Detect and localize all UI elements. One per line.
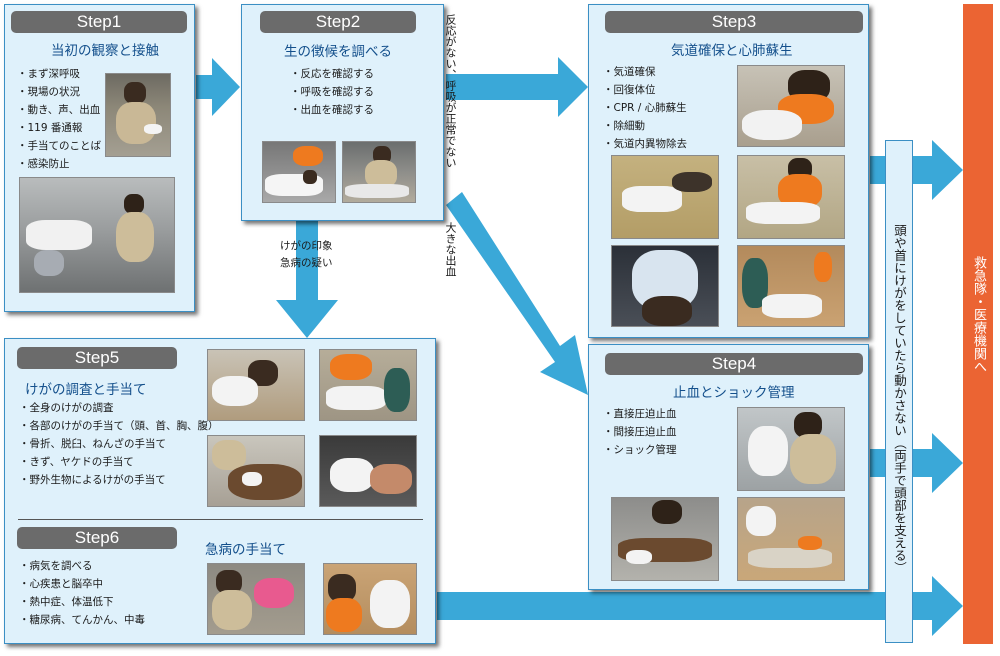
list-item: ・動き、声、出血 — [17, 104, 101, 116]
label-no-response: 反応がない、呼吸が正常でない — [444, 14, 457, 168]
photo-responder-gloving — [105, 73, 171, 157]
list-item: ・間接圧迫止血 — [603, 426, 677, 438]
step2-panel: Step2 生の徴候を調べる ・反応を確認する ・呼吸を確認する ・出血を確認す… — [241, 4, 444, 221]
list-item: ・熱中症、体温低下 — [19, 596, 114, 608]
step5-6-panel: Step5 けがの調査と手当て ・全身のけがの調査 ・各部のけがの手当て（頭、首… — [4, 338, 436, 644]
label-injury-suspicion: けがの印象 急病の疑い — [280, 238, 333, 272]
photo-head-injury — [207, 349, 305, 421]
photo-cpr — [737, 155, 845, 239]
step4-badge: Step4 — [605, 353, 863, 375]
list-item: ・糖尿病、てんかん、中毒 — [19, 614, 145, 626]
step1-badge: Step1 — [11, 11, 187, 33]
list-item: ・心疾患と脳卒中 — [19, 578, 103, 590]
photo-direct-pressure — [737, 407, 845, 491]
list-item: ・野外生物によるけがの手当て — [19, 474, 166, 486]
arrow-step6-to-ems — [437, 576, 963, 636]
step4-title: 止血とショック管理 — [673, 385, 795, 401]
step1-title: 当初の観察と接触 — [51, 43, 159, 59]
step2-list: ・反応を確認する ・呼吸を確認する ・出血を確認する — [290, 65, 374, 119]
step4-list: ・直接圧迫止血 ・間接圧迫止血 ・ショック管理 — [603, 405, 677, 459]
list-item: ・直接圧迫止血 — [603, 408, 677, 420]
step3-badge: Step3 — [605, 11, 863, 33]
arrow-step3-to-ems — [870, 140, 963, 200]
list-item: ・反応を確認する — [290, 68, 374, 80]
list-item: ・現場の状況 — [17, 86, 80, 98]
step4-panel: Step4 止血とショック管理 ・直接圧迫止血 ・間接圧迫止血 ・ショック管理 — [588, 344, 869, 590]
list-item: ・出血を確認する — [290, 104, 374, 116]
photo-check-breathing — [342, 141, 416, 203]
photo-airway-open — [737, 65, 845, 147]
step5-6-divider — [18, 519, 423, 520]
arrow-step4-to-ems — [870, 433, 963, 493]
step6-list: ・病気を調べる ・心疾患と脳卒中 ・熱中症、体温低下 ・糖尿病、てんかん、中毒 — [19, 557, 145, 629]
arrow-step1-to-step2 — [196, 58, 240, 116]
photo-fracture-splint — [207, 435, 305, 507]
photo-body-survey — [319, 349, 417, 421]
photo-wound-bandage — [319, 435, 417, 507]
list-item: ・手当てのことば — [17, 140, 101, 152]
photo-defibrillation — [737, 245, 845, 327]
ems-destination-bar — [963, 4, 993, 644]
list-item: ・骨折、脱臼、ねんざの手当て — [19, 438, 166, 450]
step6-badge: Step6 — [17, 527, 177, 549]
step2-title: 生の徴候を調べる — [284, 44, 392, 60]
step3-title: 気道確保と心肺蘇生 — [671, 43, 793, 59]
list-item: ・病気を調べる — [19, 560, 93, 572]
photo-recovery-position — [611, 155, 719, 239]
head-neck-note: 頭や首にけがをしていたら動かさない（両手で頭部を支える） — [892, 224, 907, 574]
list-item: ・除細動 — [603, 120, 645, 132]
label-injury-line1: けがの印象 — [280, 240, 333, 252]
photo-scene-approach — [19, 177, 175, 293]
step5-badge: Step5 — [17, 347, 177, 369]
step5-title: けがの調査と手当て — [25, 382, 147, 398]
ems-destination-label: 救急隊・医療機関へ — [971, 256, 986, 373]
step1-panel: Step1 当初の観察と接触 ・まず深呼吸 ・現場の状況 ・動き、声、出血 ・1… — [4, 4, 195, 312]
arrow-step2-to-step4 — [446, 192, 588, 395]
list-item: ・ショック管理 — [603, 444, 677, 456]
step5-list: ・全身のけがの調査 ・各部のけがの手当て（頭、首、胸、腹） ・骨折、脱臼、ねんざ… — [19, 399, 219, 489]
list-item: ・各部のけがの手当て（頭、首、胸、腹） — [19, 420, 219, 432]
list-item: ・回復体位 — [603, 84, 656, 96]
list-item: ・きず、ヤケドの手当て — [19, 456, 134, 468]
list-item: ・まず深呼吸 — [17, 68, 80, 80]
list-item: ・感染防止 — [17, 158, 70, 170]
arrow-step2-to-step5 — [276, 221, 338, 338]
list-item: ・119 番通報 — [17, 122, 83, 134]
label-heavy-bleeding: 大きな出血 — [444, 222, 457, 277]
list-item: ・気道確保 — [603, 66, 656, 78]
photo-illness-care — [323, 563, 417, 635]
step3-panel: Step3 気道確保と心肺蘇生 ・気道確保 ・回復体位 ・CPR / 心肺蘇生 … — [588, 4, 869, 338]
head-neck-note-bar — [885, 140, 913, 643]
photo-indirect-pressure — [611, 497, 719, 581]
photo-heimlich — [611, 245, 719, 327]
step3-list: ・気道確保 ・回復体位 ・CPR / 心肺蘇生 ・除細動 ・気道内異物除去 — [603, 63, 687, 153]
photo-shock-management — [737, 497, 845, 581]
photo-check-response — [262, 141, 336, 203]
list-item: ・気道内異物除去 — [603, 138, 687, 150]
step1-list: ・まず深呼吸 ・現場の状況 ・動き、声、出血 ・119 番通報 ・手当てのことば… — [17, 65, 101, 173]
step6-title: 急病の手当て — [205, 542, 286, 558]
list-item: ・全身のけがの調査 — [19, 402, 114, 414]
label-injury-line2: 急病の疑い — [280, 257, 333, 269]
photo-illness-check — [207, 563, 305, 635]
arrow-step2-to-step3 — [446, 57, 588, 117]
step2-badge: Step2 — [260, 11, 416, 33]
list-item: ・CPR / 心肺蘇生 — [603, 102, 687, 114]
list-item: ・呼吸を確認する — [290, 86, 374, 98]
